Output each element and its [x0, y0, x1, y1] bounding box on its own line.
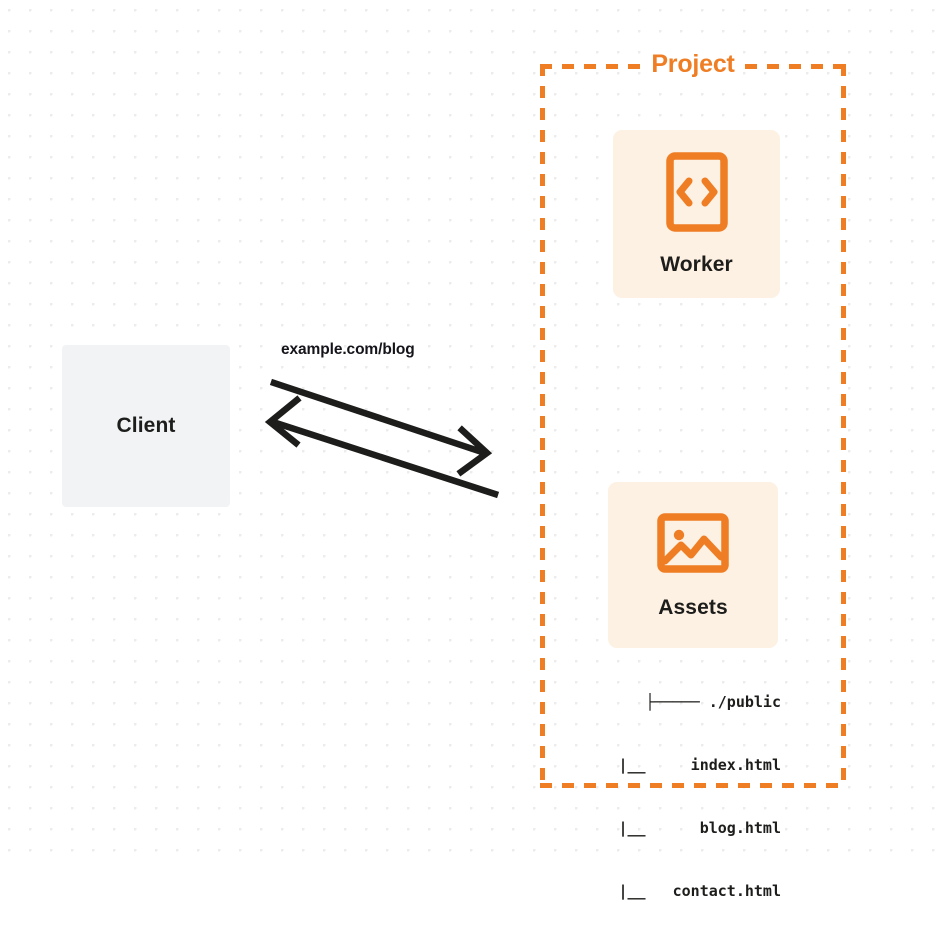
- code-brackets-icon: [665, 151, 729, 232]
- response-arrow: [264, 395, 500, 499]
- project-border-right: [841, 64, 846, 788]
- project-title: Project: [644, 50, 742, 79]
- client-node[interactable]: Client: [62, 345, 230, 507]
- image-icon: [657, 511, 729, 575]
- file-tree-row: |__ contact.html: [618, 882, 781, 900]
- diagram-canvas: Client example.com/blog Project: [0, 0, 938, 900]
- assets-label: Assets: [658, 595, 728, 619]
- worker-node[interactable]: Worker: [613, 130, 780, 298]
- project-border-left: [540, 64, 545, 788]
- client-label: Client: [116, 414, 176, 437]
- request-url-label: example.com/blog: [281, 341, 415, 358]
- file-tree-row: ├───── ./public: [645, 693, 781, 711]
- file-tree-row: |__ index.html: [618, 756, 781, 774]
- project-boundary: Project: [540, 50, 846, 788]
- project-border-top-right: [745, 64, 846, 69]
- project-border-top-left: [540, 64, 641, 69]
- file-tree-row: |__ blog.html: [618, 819, 781, 837]
- project-border-bottom: [540, 783, 846, 788]
- assets-file-tree: ├───── ./public |__ index.html |__ blog.…: [590, 650, 781, 944]
- assets-node[interactable]: Assets: [608, 482, 778, 648]
- request-arrow: [269, 378, 493, 477]
- worker-label: Worker: [660, 252, 733, 276]
